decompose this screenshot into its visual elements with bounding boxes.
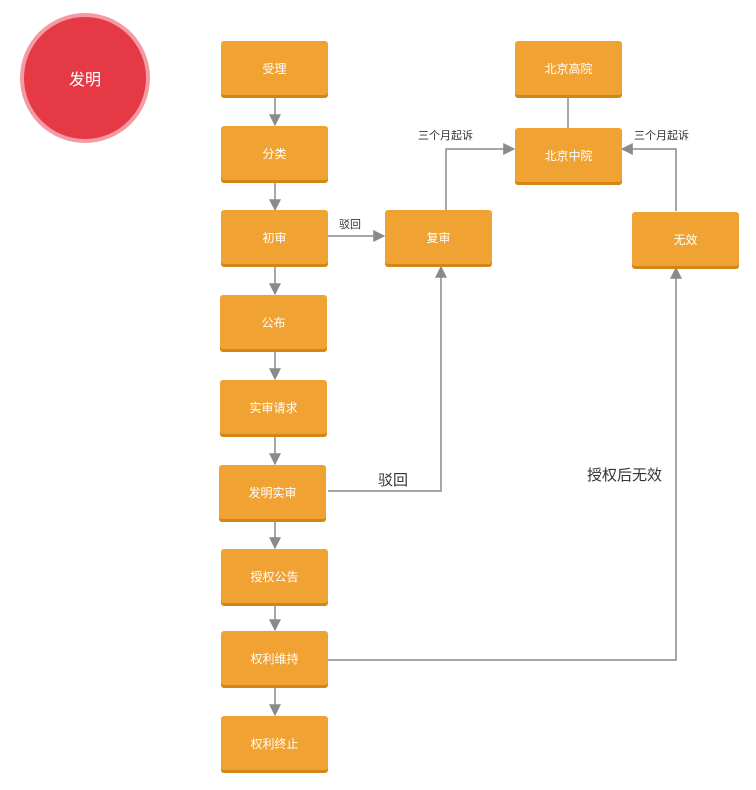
node-gongbu: 公布 [220, 295, 327, 349]
node-fenlei-label: 分类 [262, 146, 287, 161]
node-shouli: 受理 [221, 41, 328, 95]
edge-fushen-beijingzhongyuan [445, 143, 516, 210]
node-beijing-gaoyuan: 北京高院 [515, 41, 622, 95]
edge-label-sangeyue-right: 三个月起诉 [634, 129, 689, 142]
title-circle: 发明 [24, 17, 146, 139]
node-shouquan-gonggao: 授权公告 [221, 549, 328, 603]
node-gongbu-label: 公布 [261, 315, 286, 330]
node-shouquan-gonggao-label: 授权公告 [250, 569, 299, 584]
node-beijing-gaoyuan-label: 北京高院 [544, 61, 593, 76]
node-fushen-label: 复审 [426, 230, 451, 245]
node-chushen: 初审 [221, 210, 328, 264]
node-wuxiao: 无效 [632, 212, 739, 266]
edge-label-sangeyue-left: 三个月起诉 [418, 129, 473, 142]
edge-famingshishen-fushen [328, 265, 447, 492]
edge-quanliweichi-wuxiao [328, 266, 682, 661]
edge-label-bohui-faming-shishen: 驳回 [378, 471, 409, 489]
node-quanli-zhongzhi: 权利终止 [221, 716, 328, 770]
node-fushen: 复审 [385, 210, 492, 264]
node-quanli-weichi-label: 权利维持 [250, 651, 299, 666]
node-quanli-weichi: 权利维持 [221, 631, 328, 685]
node-faming-shishen: 发明实审 [219, 465, 326, 519]
node-beijing-zhongyuan: 北京中院 [515, 128, 622, 182]
title-text: 发明 [68, 70, 101, 89]
node-faming-shishen-label: 发明实审 [248, 485, 297, 500]
node-shishen-qingqiu: 实审请求 [220, 380, 327, 434]
node-shouli-label: 受理 [262, 61, 287, 76]
edge-label-shouquan-hou-wuxiao: 授权后无效 [587, 466, 663, 484]
edge-wuxiao-beijingzhongyuan [620, 143, 677, 211]
node-wuxiao-label: 无效 [673, 232, 698, 247]
node-quanli-zhongzhi-label: 权利终止 [250, 736, 299, 751]
node-chushen-label: 初审 [262, 230, 287, 245]
node-shishen-qingqiu-label: 实审请求 [249, 400, 298, 415]
node-fenlei: 分类 [221, 126, 328, 180]
edge-label-bohui-chushen: 驳回 [339, 218, 361, 231]
node-beijing-zhongyuan-label: 北京中院 [544, 148, 593, 163]
